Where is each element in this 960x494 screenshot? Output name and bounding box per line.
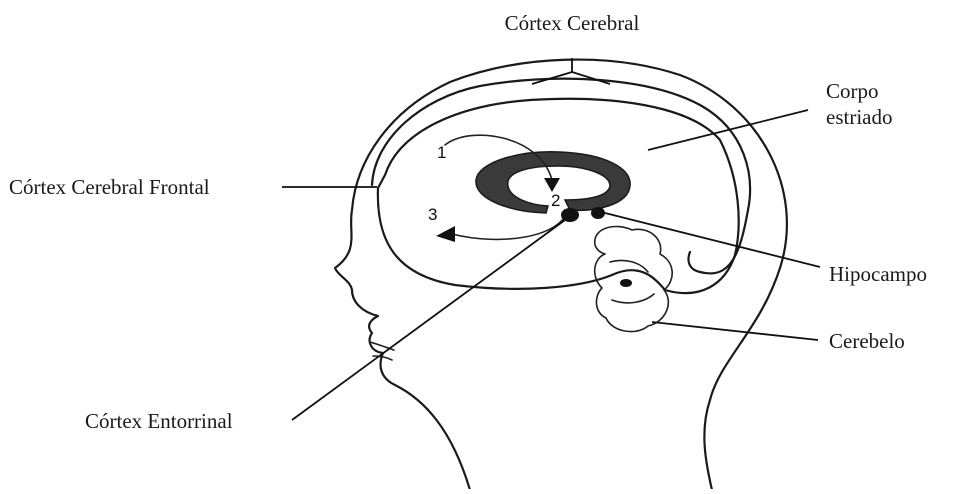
cortex-outline (372, 79, 750, 274)
label-corpo-estriado-line1: Corpo (826, 79, 879, 103)
cerebellum-outline (595, 226, 673, 331)
pathway-number-1: 1 (437, 143, 446, 162)
label-cortex-entorrinal: Córtex Entorrinal (85, 409, 233, 433)
pathway-3-arrowhead (436, 226, 455, 242)
label-hipocampo: Hipocampo (829, 262, 927, 286)
leader-cortex-entorrinal (292, 220, 565, 420)
cerebellum-dot (620, 279, 632, 287)
pathway-1-arrowhead (544, 178, 560, 192)
pathway-number-2: 2 (551, 191, 560, 210)
leader-corpo-estriado (648, 110, 808, 150)
cerebellum-fold-2 (612, 294, 654, 303)
label-cortex-cerebral: Córtex Cerebral (505, 11, 640, 35)
label-corpo-estriado-line2: estriado (826, 105, 892, 129)
hippocampus-dot (591, 207, 605, 219)
leader-cerebelo (652, 322, 818, 340)
pathway-number-3: 3 (428, 205, 437, 224)
pathway-3-arc (452, 210, 568, 239)
label-cortex-frontal: Córtex Cerebral Frontal (9, 175, 210, 199)
label-cerebelo: Cerebelo (829, 329, 905, 353)
